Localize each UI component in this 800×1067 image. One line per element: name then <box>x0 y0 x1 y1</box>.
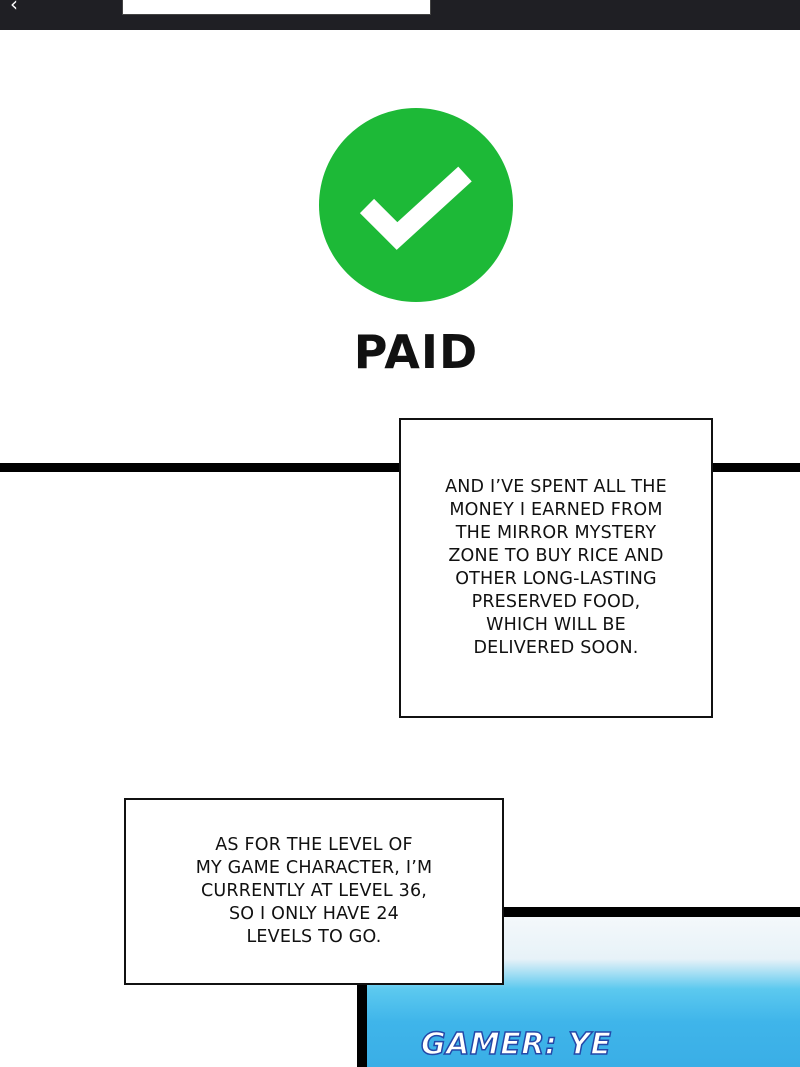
caption-line: DELIVERED SOON. <box>473 638 639 658</box>
paid-label: PAID <box>353 325 479 379</box>
address-field[interactable] <box>122 0 431 15</box>
caption-line: WHICH WILL BE <box>486 615 626 635</box>
caption-line: MONEY I EARNED FROM <box>449 500 663 520</box>
paid-check-icon <box>319 108 513 302</box>
caption-line: CURRENTLY AT LEVEL 36, <box>200 881 428 901</box>
check-icon <box>359 166 472 250</box>
caption-line: PRESERVED FOOD, <box>471 592 641 612</box>
caption-line: MY GAME CHARACTER, I’M <box>195 858 433 878</box>
caption-line: SO I ONLY HAVE 24 <box>229 904 399 924</box>
caption-line: AND I’VE SPENT ALL THE <box>445 477 667 497</box>
caption-line: LEVELS TO GO. <box>246 927 382 947</box>
caption-line: THE MIRROR MYSTERY <box>455 523 657 543</box>
panel-caption: GAMER: YE <box>420 1026 612 1063</box>
caption-line: ZONE TO BUY RICE AND <box>448 546 664 566</box>
top-bar: ‹ <box>0 0 800 30</box>
back-icon[interactable]: ‹ <box>10 0 18 16</box>
panel-border-right-1 <box>710 463 800 472</box>
panel-border-left-1 <box>0 463 402 472</box>
caption-line: OTHER LONG-LASTING <box>455 569 657 589</box>
caption-box-1: AND I’VE SPENT ALL THE MONEY I EARNED FR… <box>399 418 713 718</box>
caption-line: AS FOR THE LEVEL OF <box>215 835 413 855</box>
caption-box-2: AS FOR THE LEVEL OF MY GAME CHARACTER, I… <box>124 798 504 985</box>
